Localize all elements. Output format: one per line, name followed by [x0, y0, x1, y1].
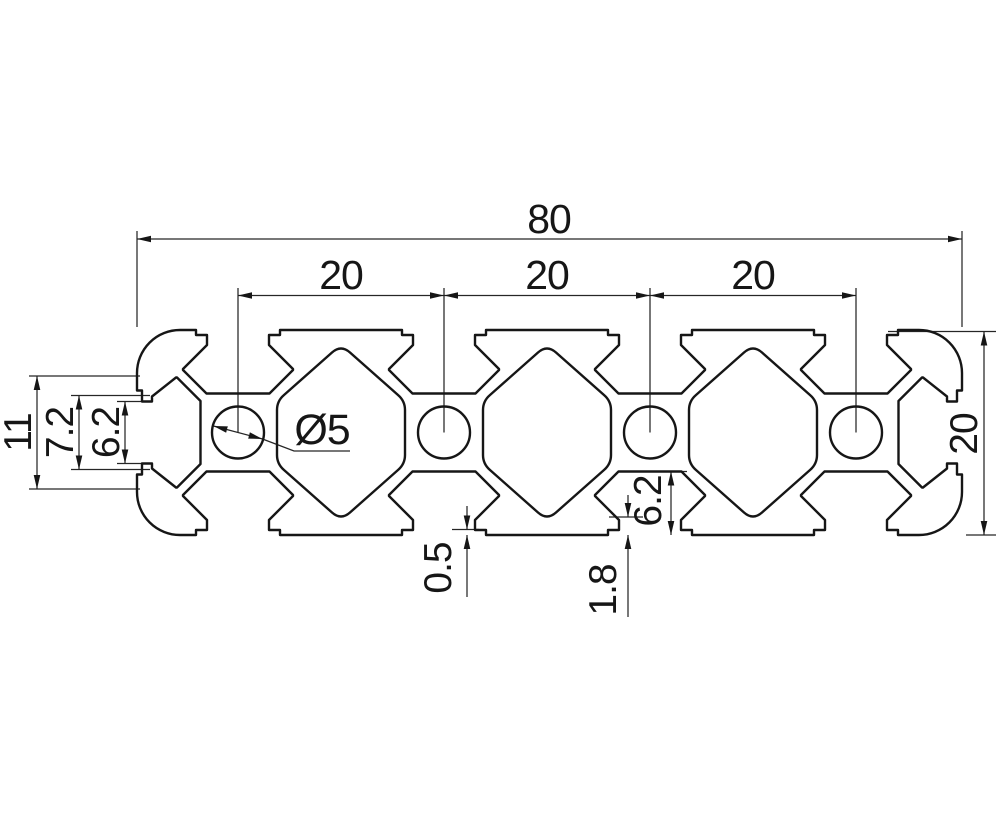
dim-lip-recess-0-5: 0.5: [417, 506, 479, 597]
dim-lip-thickness-1-8: 1.8: [582, 495, 643, 617]
dim-slot-depth-6-2: 6.2: [627, 470, 687, 535]
dim-profile-height: 20: [888, 330, 996, 536]
dim-hole-diameter: Ø5: [213, 406, 351, 454]
dim-end-slot-opening-6-2: 6.2: [85, 400, 142, 465]
dim-end-slot-inner-11: 11: [0, 375, 140, 490]
dim-overall-width: 80: [136, 196, 963, 327]
diameter-arrow-line: [213, 425, 263, 440]
hole-circle: [622, 405, 678, 460]
hole-circle: [828, 405, 884, 460]
dim-slot-pitch-chain: 20 20 20: [237, 252, 857, 433]
dim-label-slot-depth: 6.2: [627, 475, 670, 526]
dim-label-slot-inner: 11: [0, 413, 40, 452]
dim-label-pitch-1: 20: [319, 252, 363, 298]
cavity-hexagon: [481, 347, 613, 518]
dim-label-hole-diameter: Ø5: [294, 406, 349, 454]
dim-label-lip-recess: 0.5: [417, 542, 460, 594]
dim-label-pitch-3: 20: [731, 252, 775, 298]
cavity-hexagon: [275, 347, 407, 518]
hole-circle: [416, 405, 472, 460]
hole-circle: [210, 405, 266, 460]
leader-line: [262, 438, 350, 452]
dim-end-slot-behind-lips-7-2: 7.2: [39, 394, 150, 471]
dim-label-behind-lips: 7.2: [39, 407, 82, 458]
dim-label-height: 20: [943, 413, 986, 455]
dim-label-pitch-2: 20: [525, 252, 569, 298]
dim-label-lip-thickness: 1.8: [582, 564, 625, 615]
dim-label-slot-opening: 6.2: [85, 407, 128, 458]
dim-label-overall-width: 80: [527, 196, 571, 242]
cavity-hexagon: [687, 347, 819, 518]
profile-outline: [135, 328, 964, 537]
